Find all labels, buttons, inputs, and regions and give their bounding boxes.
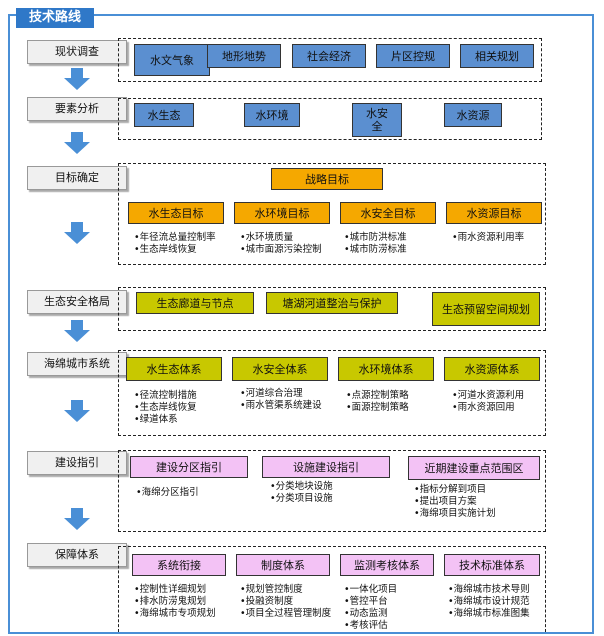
down-arrow-icon bbox=[64, 68, 90, 90]
goal-bullets-environment: •水环境质量•城市面源污染控制 bbox=[240, 232, 322, 256]
bullet-item: •河道综合治理 bbox=[240, 388, 303, 399]
down-arrow-icon bbox=[64, 320, 90, 342]
stage-factor-analysis: 要素分析 bbox=[27, 97, 127, 121]
guide-facilities: 设施建设指引 bbox=[262, 456, 390, 478]
bullet-item: •面源控制策略 bbox=[346, 402, 409, 413]
survey-item-socioeconomic: 社会经济 bbox=[292, 44, 366, 68]
support-bullets-standards: •海绵城市技术导则•海绵城市设计规范•海绵城市标准图集 bbox=[448, 584, 530, 620]
guide-bullets-priority: •指标分解到项目•提出项目方案•海绵项目实施计划 bbox=[414, 484, 496, 520]
goal-bullets-resources: •雨水资源利用率 bbox=[452, 232, 524, 244]
goal-water-resources: 水资源目标 bbox=[446, 202, 542, 224]
bullet-item: •绿道体系 bbox=[134, 414, 178, 425]
stage-support-system: 保障体系 bbox=[27, 543, 127, 567]
guide-priority-area: 近期建设重点范围区 bbox=[408, 456, 540, 480]
bullet-item: •生态岸线恢复 bbox=[134, 244, 197, 255]
factor-group bbox=[118, 98, 542, 140]
guide-bullets-zoning: •海绵分区指引 bbox=[136, 487, 199, 499]
bullet-item: •径流控制措施 bbox=[134, 390, 197, 401]
support-bullets-institution: •规划管控制度•投融资制度•项目全过程管理制度 bbox=[240, 584, 331, 620]
stage-sponge-system: 海绵城市系统 bbox=[27, 352, 127, 376]
down-arrow-icon bbox=[64, 508, 90, 530]
bullet-item: •排水防涝鬼规划 bbox=[134, 596, 207, 607]
bullet-item: •城市防洪标准 bbox=[344, 232, 407, 243]
factor-water-environment: 水环境 bbox=[244, 103, 300, 127]
sponge-group bbox=[118, 350, 546, 436]
bullet-item: •控制性详细规划 bbox=[134, 584, 207, 595]
support-coordination: 系统衔接 bbox=[132, 554, 226, 576]
support-institution: 制度体系 bbox=[236, 554, 330, 576]
bullet-item: •海绵城市专项规划 bbox=[134, 608, 216, 619]
ecology-corridor: 生态廊道与节点 bbox=[136, 292, 254, 314]
support-monitoring: 监测考核体系 bbox=[340, 554, 434, 576]
bullet-item: •投融资制度 bbox=[240, 596, 294, 607]
bullet-item: •年径流总量控制率 bbox=[134, 232, 216, 243]
factor-water-safety: 水安全 bbox=[352, 103, 402, 137]
sponge-bullets-safety: •河道综合治理•雨水管渠系统建设 bbox=[240, 388, 322, 412]
bullet-item: •分类地块设施 bbox=[270, 481, 333, 492]
goal-group bbox=[118, 163, 546, 265]
bullet-item: •海绵城市技术导则 bbox=[448, 584, 530, 595]
bullet-item: •海绵项目实施计划 bbox=[414, 508, 496, 519]
guide-bullets-facilities: •分类地块设施•分类项目设施 bbox=[270, 481, 333, 505]
bullet-item: •规划管控制度 bbox=[240, 584, 303, 595]
bullet-item: •城市面源污染控制 bbox=[240, 244, 322, 255]
support-bullets-monitoring: •一体化项目•管控平台•动态监测•考核评估 bbox=[344, 584, 397, 632]
ecology-group bbox=[118, 287, 546, 331]
goal-bullets-safety: •城市防洪标准•城市防涝标准 bbox=[344, 232, 407, 256]
sponge-water-ecology: 水生态体系 bbox=[126, 357, 222, 381]
bullet-item: •指标分解到项目 bbox=[414, 484, 487, 495]
survey-item-terrain: 地形地势 bbox=[207, 44, 281, 68]
bullet-item: •动态监测 bbox=[344, 608, 388, 619]
survey-item-hydrology: 水文气象 bbox=[134, 44, 210, 76]
bullet-item: •雨水资源回用 bbox=[452, 402, 515, 413]
bullet-item: •分类项目设施 bbox=[270, 493, 333, 504]
bullet-item: •考核评估 bbox=[344, 620, 388, 631]
ecology-river-protection: 塘湖河道整治与保护 bbox=[266, 292, 398, 314]
bullet-item: •一体化项目 bbox=[344, 584, 398, 595]
stage-survey: 现状调查 bbox=[27, 40, 127, 64]
bullet-item: •点源控制策略 bbox=[346, 390, 409, 401]
survey-item-zoning: 片区控规 bbox=[376, 44, 450, 68]
down-arrow-icon bbox=[64, 400, 90, 422]
sponge-water-safety: 水安全体系 bbox=[232, 357, 328, 381]
bullet-item: •城市防涝标准 bbox=[344, 244, 407, 255]
bullet-item: •海绵城市标准图集 bbox=[448, 608, 530, 619]
bullet-item: •水环境质量 bbox=[240, 232, 294, 243]
guide-group bbox=[118, 450, 546, 532]
bullet-item: •管控平台 bbox=[344, 596, 388, 607]
bullet-item: •生态岸线恢复 bbox=[134, 402, 197, 413]
bullet-item: •雨水资源利用率 bbox=[452, 232, 525, 243]
support-bullets-coordination: •控制性详细规划•排水防涝鬼规划•海绵城市专项规划 bbox=[134, 584, 216, 620]
bullet-item: •海绵分区指引 bbox=[136, 487, 199, 498]
bullet-item: •提出项目方案 bbox=[414, 496, 477, 507]
sponge-water-environment: 水环境体系 bbox=[338, 357, 434, 381]
bullet-item: •河道水资源利用 bbox=[452, 390, 525, 401]
down-arrow-icon bbox=[64, 222, 90, 244]
goal-water-ecology: 水生态目标 bbox=[128, 202, 224, 224]
sponge-bullets-resources: •河道水资源利用•雨水资源回用 bbox=[452, 390, 524, 414]
stage-ecological-pattern: 生态安全格局 bbox=[27, 290, 127, 314]
factor-water-ecology: 水生态 bbox=[134, 103, 194, 127]
sponge-bullets-environment: •点源控制策略•面源控制策略 bbox=[346, 390, 409, 414]
down-arrow-icon bbox=[64, 132, 90, 154]
diagram-title: 技术路线 bbox=[16, 8, 94, 28]
bullet-item: •雨水管渠系统建设 bbox=[240, 400, 322, 411]
sponge-bullets-ecology: •径流控制措施•生态岸线恢复•绿道体系 bbox=[134, 390, 197, 426]
support-group bbox=[118, 546, 546, 632]
ecology-reserved-space: 生态预留空间规划 bbox=[432, 292, 540, 326]
factor-water-resources: 水资源 bbox=[444, 103, 502, 127]
stage-construction-guide: 建设指引 bbox=[27, 451, 127, 475]
bullet-item: •海绵城市设计规范 bbox=[448, 596, 530, 607]
survey-group bbox=[118, 38, 542, 82]
goal-water-safety: 水安全目标 bbox=[340, 202, 436, 224]
bullet-item: •项目全过程管理制度 bbox=[240, 608, 332, 619]
support-standards: 技术标准体系 bbox=[444, 554, 540, 576]
strategic-goal: 战略目标 bbox=[271, 168, 383, 190]
sponge-water-resources: 水资源体系 bbox=[444, 357, 540, 381]
stage-goal-setting: 目标确定 bbox=[27, 166, 127, 190]
guide-zoning: 建设分区指引 bbox=[130, 456, 248, 478]
goal-bullets-ecology: •年径流总量控制率•生态岸线恢复 bbox=[134, 232, 216, 256]
goal-water-environment: 水环境目标 bbox=[234, 202, 330, 224]
survey-item-related-plans: 相关规划 bbox=[460, 44, 534, 68]
